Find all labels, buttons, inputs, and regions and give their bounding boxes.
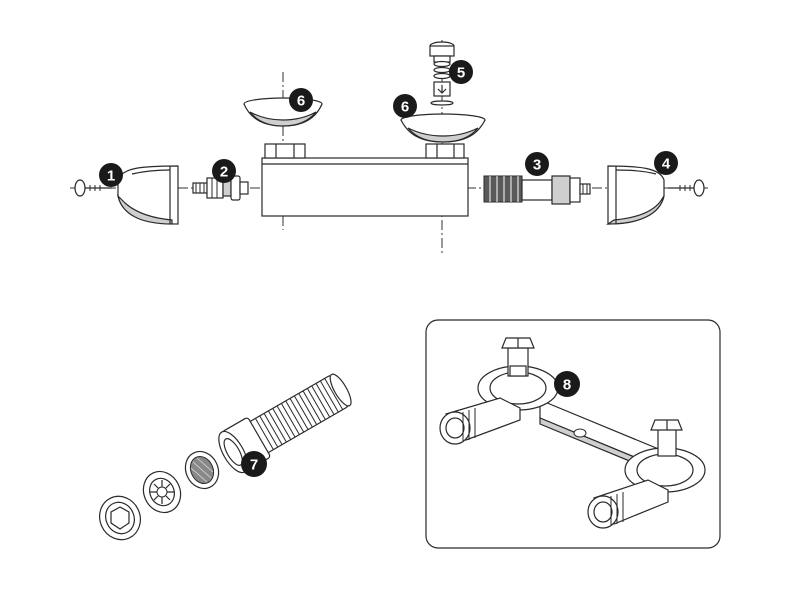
callout-marker-5: 5 (449, 60, 473, 84)
callout-marker-8: 8 (554, 371, 580, 397)
callout-label: 5 (457, 65, 465, 82)
callout-marker-6-left: 6 (289, 88, 313, 112)
thermostatic-cartridge-part (483, 175, 591, 205)
callout-label: 8 (563, 377, 571, 394)
right-flange-cover-part (400, 113, 486, 143)
callout-label: 6 (297, 93, 305, 110)
callout-marker-4: 4 (654, 151, 678, 175)
check-valve-part (429, 41, 455, 106)
aerator-cap-part (99, 495, 141, 541)
left-handle-part (74, 165, 179, 225)
mixer-bar-body (261, 143, 469, 217)
callout-marker-1: 1 (99, 163, 123, 187)
callout-label: 1 (107, 168, 115, 185)
filter-screen-part (184, 450, 220, 490)
callout-label: 6 (401, 99, 409, 116)
callout-label: 7 (250, 457, 258, 474)
callout-label: 4 (662, 156, 671, 173)
callout-marker-2: 2 (212, 159, 236, 183)
extension-nipple-part (218, 373, 352, 474)
right-handle-part (606, 165, 705, 225)
wall-bracket-part (439, 337, 706, 529)
callout-marker-3: 3 (525, 152, 549, 176)
aerator-insert-part (142, 470, 182, 514)
callout-label: 3 (533, 157, 541, 174)
callout-label: 2 (220, 164, 228, 181)
callout-marker-7: 7 (241, 451, 267, 477)
callout-marker-6-right: 6 (393, 94, 417, 118)
extension-threads (254, 378, 344, 450)
